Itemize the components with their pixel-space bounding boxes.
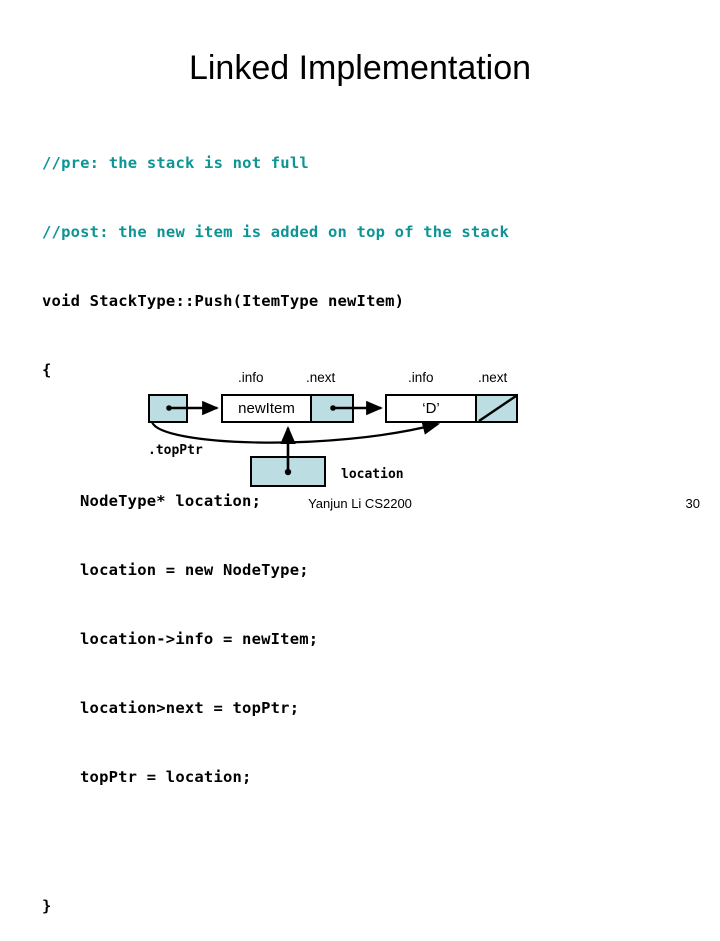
code-line-set-next: location>next = topPtr;: [80, 699, 300, 717]
code-spacer-1: [42, 428, 682, 444]
code-line-open-brace: {: [42, 361, 52, 379]
code-line-pre: //pre: the stack is not full: [42, 154, 309, 172]
code-line-decl: NodeType* location;: [80, 492, 262, 510]
code-line-signature: void StackType::Push(ItemType newItem): [42, 292, 405, 310]
footer-page-number: 30: [685, 496, 700, 511]
footer-credit: Yanjun Li CS2200: [308, 496, 412, 511]
code-line-set-info: location->info = newItem;: [80, 630, 319, 648]
page-title: Linked Implementation: [188, 49, 532, 87]
code-block: //pre: the stack is not full //post: the…: [42, 106, 682, 941]
code-line-close-brace: }: [42, 897, 52, 915]
code-line-post: //post: the new item is added on top of …: [42, 223, 510, 241]
code-line-set-topptr: topPtr = location;: [80, 768, 252, 786]
code-spacer-2: [42, 835, 682, 849]
code-line-new: location = new NodeType;: [80, 561, 309, 579]
